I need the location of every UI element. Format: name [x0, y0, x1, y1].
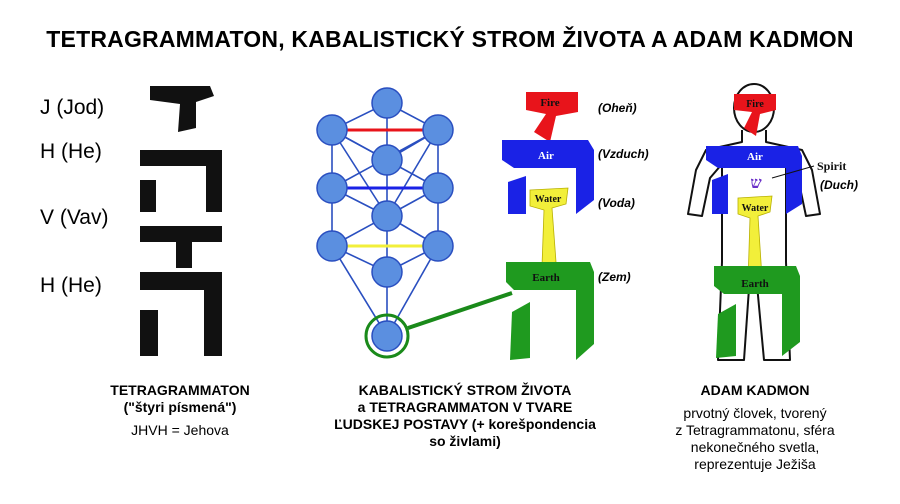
fire-text: Fire [540, 97, 559, 109]
adam-air-text: Air [747, 151, 763, 163]
air-text: Air [538, 150, 554, 162]
caption-right: ADAM KADMON prvotný človek, tvorený z Te… [640, 382, 870, 473]
caption-left: TETRAGRAMMATON ("štyri písmená") JHVH = … [50, 382, 310, 439]
tetragrammaton-figure: Fire Air Water Earth [502, 92, 594, 360]
adam-water-text: Water [742, 203, 769, 214]
hebrew-letters-icon [140, 86, 222, 356]
element-label-air: (Vzduch) [598, 147, 649, 161]
caption-middle-line3: ĽUDSKEJ POSTAVY (+ korešpondencia [320, 416, 610, 433]
element-label-fire: (Oheň) [598, 101, 637, 115]
caption-left-subtitle: ("štyri písmená") [50, 399, 310, 416]
caption-right-line2: prvotný človek, tvorený [640, 405, 870, 422]
caption-right-line3: z Tetragrammatonu, sféra [640, 422, 870, 439]
caption-left-title: TETRAGRAMMATON [50, 382, 310, 399]
element-label-earth: (Zem) [598, 270, 631, 284]
element-label-water: (Voda) [598, 196, 635, 210]
adam-fire-text: Fire [746, 99, 764, 110]
spirit-text: Spirit [817, 159, 846, 173]
shin-icon: ש [750, 173, 762, 192]
caption-right-line4: nekonečného svetla, [640, 439, 870, 456]
caption-middle: KABALISTICKÝ STROM ŽIVOTA a TETRAGRAMMAT… [320, 382, 610, 450]
caption-left-note: JHVH = Jehova [50, 422, 310, 439]
spirit-translation: (Duch) [820, 178, 858, 192]
caption-right-line5: reprezentuje Ježiša [640, 456, 870, 473]
tree-of-life-diagram [317, 88, 512, 357]
earth-text: Earth [532, 272, 560, 284]
water-text: Water [535, 194, 562, 205]
adam-kadmon-figure: Fire Air ש Water Earth Spirit [688, 84, 846, 360]
caption-middle-line1: KABALISTICKÝ STROM ŽIVOTA [320, 382, 610, 399]
adam-earth-text: Earth [741, 278, 769, 290]
caption-middle-line4: so živlami) [320, 433, 610, 450]
caption-middle-line2: a TETRAGRAMMATON V TVARE [320, 399, 610, 416]
caption-right-title: ADAM KADMON [640, 382, 870, 399]
